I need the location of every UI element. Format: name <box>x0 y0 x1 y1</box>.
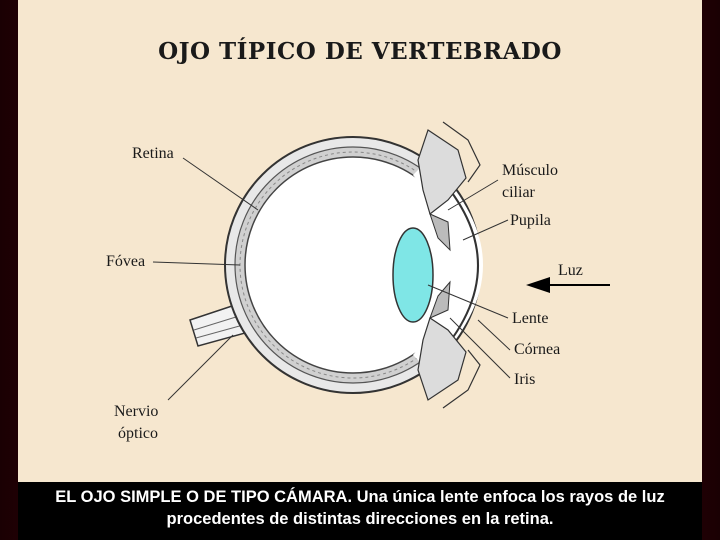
slide: OJO TÍPICO DE VERTEBRADO <box>18 0 702 540</box>
iris-lower <box>429 280 451 319</box>
ciliary-muscle-upper <box>417 129 467 216</box>
eye-diagram: Retina Fóvea Nervio óptico Músculo cilia… <box>106 121 610 442</box>
label-iris: Iris <box>514 371 535 388</box>
label-retina: Retina <box>132 145 174 162</box>
label-musculo-2: ciliar <box>502 184 536 201</box>
caption-line-1: EL OJO SIMPLE O DE TIPO CÁMARA. Una únic… <box>55 488 665 506</box>
lens <box>392 227 434 323</box>
label-musculo-1: Músculo <box>502 162 558 179</box>
label-nervio-1: Nervio <box>114 403 158 420</box>
caption-bar: EL OJO SIMPLE O DE TIPO CÁMARA. Una únic… <box>18 482 702 540</box>
label-lente: Lente <box>512 310 548 327</box>
label-fovea: Fóvea <box>106 253 145 270</box>
label-luz: Luz <box>558 262 583 279</box>
label-pupila: Pupila <box>510 212 551 229</box>
diagram-title: OJO TÍPICO DE VERTEBRADO <box>158 38 562 65</box>
light-arrow-head <box>526 277 550 293</box>
label-cornea: Córnea <box>514 341 560 358</box>
label-nervio-2: óptico <box>118 425 158 442</box>
iris-upper <box>429 213 451 252</box>
ciliary-muscle-lower <box>417 317 467 401</box>
caption-line-2: procedentes de distintas direcciones en … <box>166 510 554 528</box>
